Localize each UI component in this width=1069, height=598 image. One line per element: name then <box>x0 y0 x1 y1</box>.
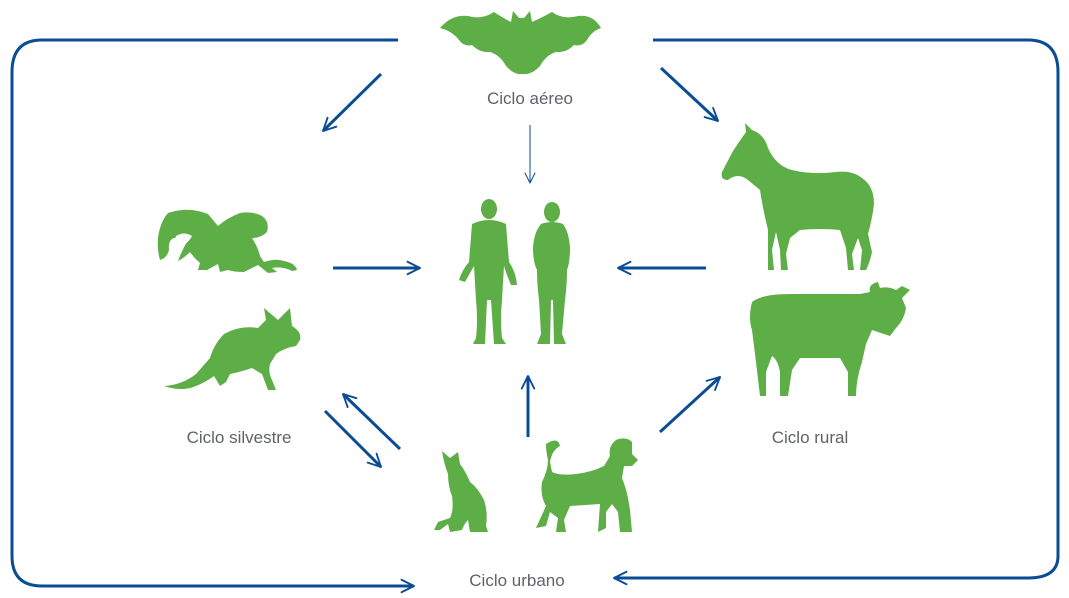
outer-loop-left <box>12 40 414 586</box>
label-ciclo-urbano: Ciclo urbano <box>469 571 564 591</box>
fox-icon <box>164 308 300 390</box>
arrow-aereo-to-silvestre <box>323 74 381 131</box>
label-ciclo-silvestre: Ciclo silvestre <box>187 428 292 448</box>
cow-icon <box>750 282 910 396</box>
bat-icon <box>440 11 601 74</box>
monkey-icon <box>158 210 297 273</box>
arrow-aereo-to-rural <box>661 68 718 121</box>
horse-icon <box>722 123 874 270</box>
label-ciclo-aereo: Ciclo aéreo <box>487 89 573 109</box>
humans-icon <box>459 199 570 344</box>
arrow-urbano-to-rural <box>660 377 720 432</box>
arrow-urbano-to-silvestre <box>343 394 400 449</box>
cat-icon <box>434 451 488 532</box>
label-ciclo-rural: Ciclo rural <box>772 428 849 448</box>
dog-icon <box>536 438 638 532</box>
arrow-silvestre-to-urbano <box>325 411 381 467</box>
